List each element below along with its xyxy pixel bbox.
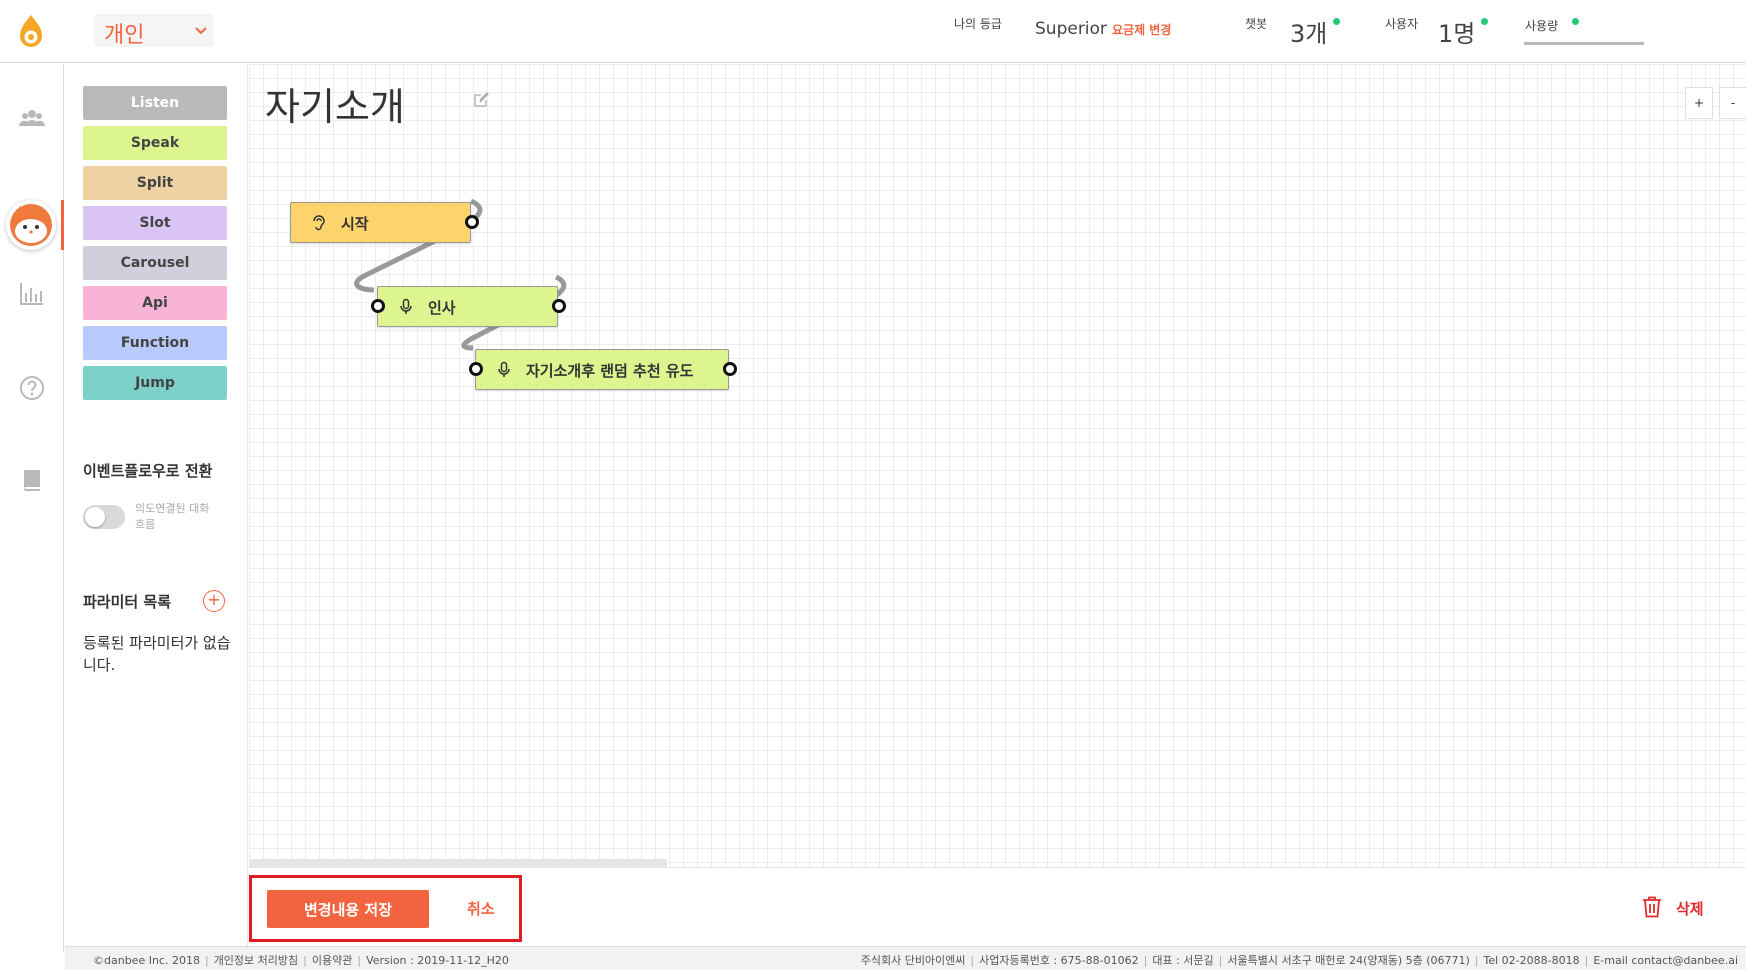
palette-node-split[interactable]: Split [83, 166, 227, 200]
footer-privacy-link[interactable]: 개인정보 처리방침 [213, 954, 299, 967]
parameter-list-title: 파라미터 목록 [83, 593, 172, 611]
footer-email: E-mail contact@danbee.ai [1593, 954, 1738, 967]
delete-button[interactable]: 삭제 [1642, 896, 1722, 920]
event-flow-toggle[interactable] [83, 505, 125, 529]
event-flow-toggle-description: 의도연결된 대화흐름 [135, 502, 210, 531]
workspace-label: 개인 [104, 23, 145, 48]
footer-left: ©danbee Inc. 2018|개인정보 처리방침|이용약관|Version… [93, 954, 509, 967]
ear-icon [311, 214, 327, 232]
book-icon[interactable] [18, 466, 46, 494]
cancel-button[interactable]: 취소 [467, 900, 495, 918]
palette-node-slot[interactable]: Slot [83, 206, 227, 240]
palette-node-speak[interactable]: Speak [83, 126, 227, 160]
usage-label: 사용량 [1525, 19, 1559, 33]
grade-value: Superior [1035, 19, 1107, 39]
chatbot-label: 챗봇 [1245, 17, 1268, 31]
event-flow-title: 이벤트플로우로 전환 [83, 462, 213, 480]
trash-icon [1642, 896, 1662, 918]
flow-node-label: 자기소개후 랜덤 추천 유도 [526, 362, 694, 380]
chatbot-count: 3개 [1290, 20, 1328, 48]
flow-edges [354, 198, 567, 351]
output-port[interactable] [465, 215, 479, 229]
footer-copyright: ©danbee Inc. 2018 [93, 954, 200, 967]
chart-icon[interactable] [18, 280, 46, 308]
output-port[interactable] [723, 362, 737, 376]
flow-node-label: 시작 [341, 215, 369, 233]
palette-node-function[interactable]: Function [83, 326, 227, 360]
delete-label: 삭제 [1676, 900, 1704, 918]
plan-change-link[interactable]: 요금제 변경 [1112, 23, 1172, 37]
footer: ©danbee Inc. 2018|개인정보 처리방침|이용약관|Version… [65, 946, 1746, 970]
workspace-select[interactable]: 개인 [94, 14, 214, 48]
users-icon[interactable] [18, 104, 46, 132]
footer-right: 주식회사 단비아이엔씨|사업자등록번호 : 675-88-01062|대표 : … [860, 954, 1738, 967]
footer-tel: Tel 02-2088-8018 [1483, 954, 1580, 967]
flow-node-start[interactable]: 시작 [290, 202, 479, 243]
edit-icon[interactable] [473, 92, 489, 108]
bot-avatar[interactable] [6, 200, 56, 250]
danbee-logo-icon[interactable] [16, 13, 46, 49]
horizontal-scrollbar[interactable] [249, 859, 667, 867]
action-bar: 변경내용 저장 취소 삭제 [249, 867, 1746, 946]
footer-terms-link[interactable]: 이용약관 [311, 954, 353, 967]
save-changes-button[interactable]: 변경내용 저장 [267, 890, 429, 928]
page-title: 자기소개 [265, 85, 405, 129]
zoom-out-button[interactable]: - [1719, 87, 1746, 119]
parameter-empty-message: 등록된 파라미터가 없습니다. [83, 634, 231, 674]
palette-node-listen[interactable]: Listen [83, 86, 227, 120]
input-port[interactable] [469, 362, 483, 376]
flow-node-label: 인사 [428, 299, 456, 317]
palette-node-api[interactable]: Api [83, 286, 227, 320]
input-port[interactable] [371, 299, 385, 313]
footer-address: 서울특별시 서초구 매헌로 24(양재동) 5층 (06771) [1227, 954, 1470, 967]
flow-node-greet[interactable]: 인사 [371, 286, 566, 327]
footer-company: 주식회사 단비아이엔씨 [860, 954, 966, 967]
mic-icon [398, 298, 414, 316]
palette-node-jump[interactable]: Jump [83, 366, 227, 400]
chevron-down-icon [194, 23, 208, 37]
flow-canvas[interactable]: 자기소개 + - 시작 인사 [249, 64, 1746, 867]
chatbot-status-dot [1333, 18, 1340, 25]
rail-active-indicator [61, 200, 64, 250]
icon-rail [0, 64, 64, 952]
top-bar: 개인 나의 등급 Superior 요금제 변경 챗봇 3개 사용자 1명 사용… [0, 0, 1746, 63]
help-icon[interactable] [18, 374, 46, 402]
highlight-box [249, 875, 522, 942]
output-port[interactable] [552, 299, 566, 313]
footer-ceo: 대표 : 서문길 [1152, 954, 1214, 967]
node-palette: Listen Speak Split Slot Carousel Api Fun… [65, 64, 248, 952]
footer-version: Version : 2019-11-12_H20 [366, 954, 509, 967]
mic-icon [496, 361, 512, 379]
toggle-knob [85, 507, 105, 527]
usage-bar [1524, 42, 1644, 45]
user-label: 사용자 [1385, 17, 1419, 31]
zoom-in-button[interactable]: + [1685, 87, 1713, 119]
flow-node-self-intro[interactable]: 자기소개후 랜덤 추천 유도 [469, 349, 737, 390]
palette-node-carousel[interactable]: Carousel [83, 246, 227, 280]
add-parameter-button[interactable]: + [203, 590, 225, 612]
usage-status-dot [1572, 18, 1579, 25]
user-count: 1명 [1438, 20, 1476, 48]
user-status-dot [1481, 18, 1488, 25]
grade-label: 나의 등급 [954, 17, 1002, 31]
footer-biz-no: 사업자등록번호 : 675-88-01062 [979, 954, 1139, 967]
